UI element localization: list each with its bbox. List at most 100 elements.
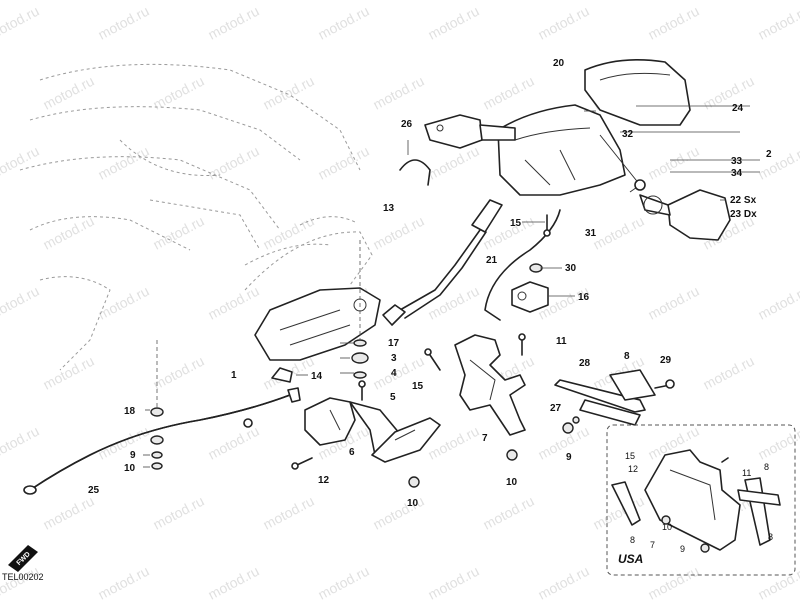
watermark-text: motod.ru (205, 423, 261, 463)
watermark-text: motod.ru (260, 213, 316, 253)
watermark-text: motod.ru (370, 493, 426, 533)
watermark-text: motod.ru (0, 423, 42, 463)
watermark-text: motod.ru (315, 563, 371, 600)
wiring-harness (382, 199, 561, 326)
watermark-text: motod.ru (425, 143, 481, 183)
watermark-text: motod.ru (700, 73, 756, 113)
watermark-text: motod.ru (425, 283, 481, 323)
watermark-text: motod.ru (205, 3, 261, 43)
callout-3: 3 (391, 353, 397, 364)
watermark-text: motod.ru (40, 213, 96, 253)
relay-16 (511, 281, 549, 313)
callout-32: 32 (622, 129, 634, 140)
watermark-text: motod.ru (480, 73, 536, 113)
undertray (244, 216, 381, 361)
watermark-text: motod.ru (535, 3, 591, 43)
watermark-text: motod.ru (205, 283, 261, 323)
callout-11: 11 (556, 336, 567, 347)
inset-callout-10: 10 (662, 522, 672, 532)
callout-10-right: 10 (506, 477, 518, 488)
callout-17: 17 (388, 338, 400, 349)
inset-callout-8-right: 8 (764, 462, 769, 472)
watermark-text: motod.ru (205, 563, 261, 600)
plate-support-7 (424, 333, 526, 436)
callout-28: 28 (579, 358, 591, 369)
watermark-text: motod.ru (535, 563, 591, 600)
watermark-text: motod.ru (645, 3, 701, 43)
callout-15-upper: 15 (510, 218, 522, 229)
watermark-text: motod.ru (95, 143, 151, 183)
callout-20: 20 (553, 58, 565, 69)
plate-bar-28 (554, 369, 656, 426)
fastener-stack (351, 240, 369, 401)
watermark-text: motod.ru (40, 493, 96, 533)
callout-7: 7 (482, 433, 488, 444)
watermark-text: motod.ru (315, 3, 371, 43)
callout-9-left: 9 (130, 450, 136, 461)
callout-10-left: 10 (124, 463, 136, 474)
callout-9: 9 (566, 452, 572, 463)
callout-4: 4 (391, 368, 397, 379)
watermark-text: motod.ru (0, 283, 42, 323)
watermark-text: motod.ru (150, 213, 206, 253)
callout-1: 1 (231, 370, 237, 381)
callout-2: 2 (766, 149, 772, 160)
grab-rail-25 (23, 387, 301, 495)
watermark-text: motod.ru (480, 493, 536, 533)
callout-21: 21 (486, 255, 498, 266)
watermark-text: motod.ru (700, 353, 756, 393)
callout-24: 24 (732, 103, 744, 114)
callout-34: 34 (731, 168, 743, 179)
watermark-text: motod.ru (260, 73, 316, 113)
watermark-text: motod.ru (150, 73, 206, 113)
callout-25: 25 (88, 485, 100, 496)
tail-light-lens (584, 58, 691, 126)
leader-lines (143, 105, 760, 468)
callout-27: 27 (550, 403, 562, 414)
clip-14 (271, 367, 293, 383)
nut-10-b (506, 449, 518, 461)
callout-16: 16 (578, 292, 590, 303)
watermark-text: motod.ru (0, 143, 42, 183)
callout-15-mid: 15 (412, 381, 424, 392)
bolt-12 (291, 457, 313, 470)
watermark-text: motod.ru (755, 283, 800, 323)
watermark-text: motod.ru (645, 283, 701, 323)
watermark-text: motod.ru (425, 563, 481, 600)
inset-label: USA (618, 552, 643, 566)
callout-18: 18 (124, 406, 136, 417)
inset-callout-11: 11 (742, 468, 751, 478)
watermark-text: motod.ru (370, 73, 426, 113)
watermark-text: motod.ru (150, 493, 206, 533)
bolt-29 (654, 379, 675, 389)
rail-fasteners (150, 340, 164, 470)
watermark-text: motod.ru (755, 143, 800, 183)
callout-13: 13 (383, 203, 395, 214)
watermark-text: motod.ru (205, 143, 261, 183)
watermark-text: motod.ru (40, 73, 96, 113)
callout-5: 5 (390, 392, 396, 403)
watermark-text: motod.ru (95, 563, 151, 600)
callout-14: 14 (311, 371, 323, 382)
callout-6: 6 (349, 447, 355, 458)
callout-31: 31 (585, 228, 597, 239)
watermark-text: motod.ru (0, 3, 42, 43)
callout-30: 30 (565, 263, 577, 274)
inset-callout-9: 9 (680, 544, 685, 554)
watermark-text: motod.ru (260, 493, 316, 533)
callout-labels: 20 24 32 2 33 34 22 Sx 23 Dx 26 13 15 31… (2, 58, 773, 582)
inset-callout-8-bottom: 8 (768, 532, 773, 542)
callout-12: 12 (318, 475, 330, 486)
callout-29: 29 (660, 355, 672, 366)
watermark-text: motod.ru (150, 353, 206, 393)
watermark-text: motod.ru (755, 563, 800, 600)
inset-callout-15: 15 (625, 451, 635, 461)
callout-23: 23 Dx (730, 209, 757, 220)
watermark-text: motod.ru (315, 143, 371, 183)
inset-callout-8-left: 8 (630, 535, 635, 545)
frame-outline-ghost (19, 63, 361, 371)
callout-10-mid: 10 (407, 498, 419, 509)
watermark-text: motod.ru (95, 283, 151, 323)
drawing-code: TEL00202 (2, 572, 44, 582)
